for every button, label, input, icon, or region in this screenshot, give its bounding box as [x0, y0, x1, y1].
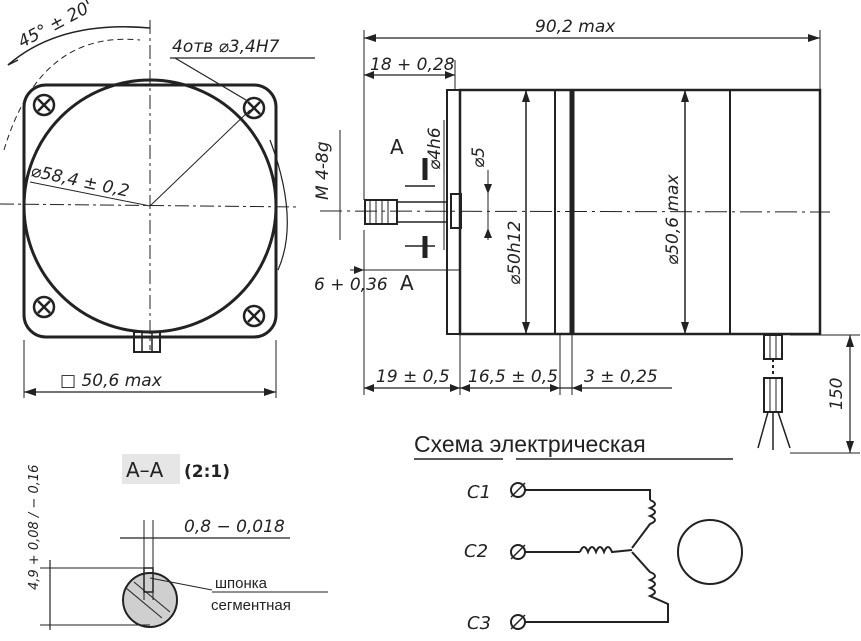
body-diameter-label: ⌀50,6 max — [663, 174, 683, 265]
segment1-label: 19 ± 0,5 — [376, 367, 450, 387]
section-scale: (2:1) — [184, 462, 230, 482]
width-label: □ 50,6 max — [60, 371, 163, 391]
mounting-hole-bottom-right — [242, 304, 266, 328]
height-label: 4,9 + 0,08 / − 0,16 — [27, 465, 42, 590]
section-letter-bottom: А — [400, 271, 414, 295]
pilot-diameter-label: ⌀50h12 — [505, 221, 525, 285]
terminal-c1-label: С1 — [467, 482, 491, 503]
key-note-line2: сегментная — [211, 597, 291, 614]
side-view: А А 90,2 max 18 + 0,28 М 4-8g ⌀4h6 ⌀5 ⌀5… — [313, 17, 860, 454]
rotor-symbol — [677, 519, 743, 585]
winding-3 — [525, 551, 669, 623]
circle-diameter-label: ⌀58,4 ± 0,2 — [29, 161, 131, 201]
section-view: А–А (2:1) 0,8 − 0,018 4,9 + 0,08 / − 0,1… — [27, 454, 328, 630]
overall-length-label: 90,2 max — [535, 17, 616, 37]
section-title: А–А — [126, 458, 164, 482]
side-flange — [446, 89, 461, 335]
mounting-holes — [32, 93, 266, 328]
mounting-hole-top-right — [242, 96, 266, 120]
thread-label: М 4-8g — [313, 141, 333, 200]
terminal-c3-label: С3 — [467, 613, 491, 634]
key-note-line1: шпонка — [215, 575, 268, 592]
key-width-label: 0,8 − 0,018 — [184, 517, 285, 537]
shaft-section-circle — [122, 572, 178, 628]
mounting-hole-bottom-left — [32, 295, 56, 319]
schema-title: Схема электрическая — [414, 431, 646, 457]
mounting-hole-top-left — [32, 93, 56, 117]
front-lead-stub — [133, 331, 161, 353]
shaft-length-label: 6 + 0,36 — [314, 275, 388, 295]
side-centerline — [319, 210, 831, 213]
holes-label: 4отв ⌀3,4Н7 — [172, 37, 280, 57]
segment3-label: 3 ± 0,25 — [584, 367, 658, 387]
segment2-label: 16,5 ± 0,5 — [468, 367, 558, 387]
shaft-diameter-label: ⌀4h6 — [425, 127, 445, 170]
front-view: 45° ± 20' 4отв ⌀3,4Н7 ⌀58,4 ± 0,2 □ 50,6… — [0, 0, 315, 398]
lead-wires — [757, 334, 791, 450]
shaft — [396, 201, 448, 223]
flange-offset-label: 18 + 0,28 — [370, 55, 455, 75]
electrical-schema: Схема электрическая С1 С2 С3 — [414, 431, 743, 634]
angle-dimension-arc — [7, 26, 151, 66]
section-letter-top: А — [390, 135, 404, 159]
collar-diameter-label: ⌀5 — [469, 147, 489, 168]
terminal-c2-label: С2 — [464, 541, 488, 562]
lead-length-label: 150 — [827, 378, 847, 410]
angle-label: 45° ± 20' — [15, 0, 96, 52]
winding-1 — [525, 489, 651, 500]
